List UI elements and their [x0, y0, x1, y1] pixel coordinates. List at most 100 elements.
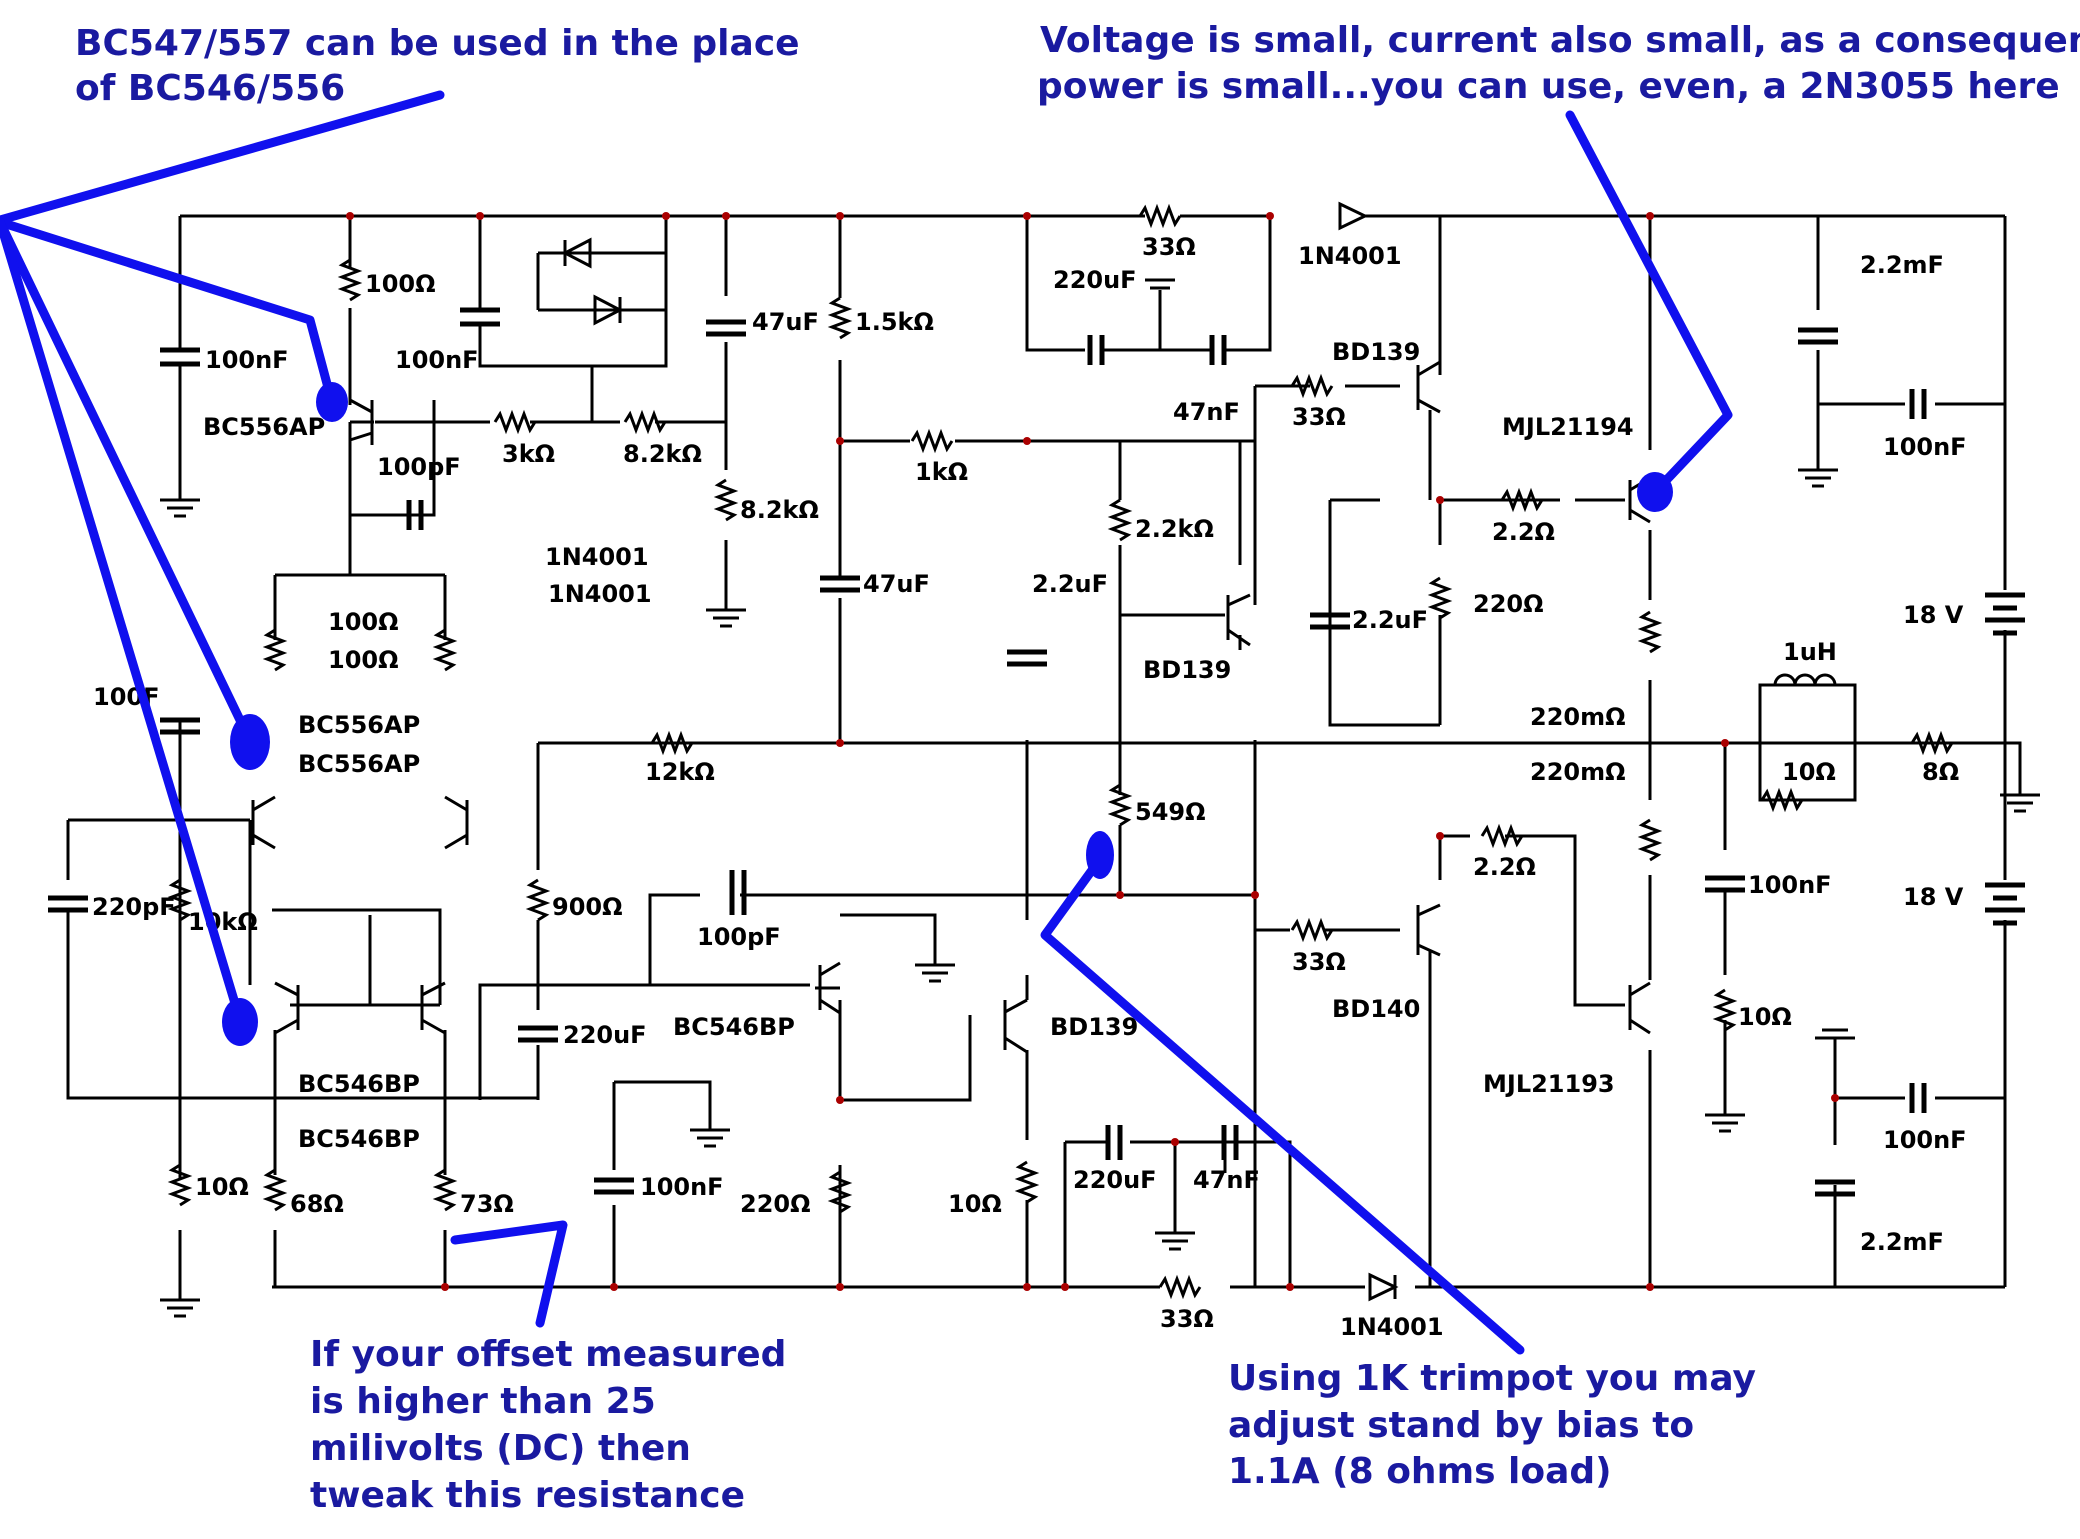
label-r-100-top: 100Ω [365, 270, 436, 298]
label-r-33-bot: 33Ω [1160, 1305, 1214, 1333]
resistor-100-a [262, 628, 288, 672]
label-r-900: 900Ω [552, 893, 623, 921]
label-q-bc546bp-b: BC546BP [298, 1125, 420, 1153]
label-r-68: 68Ω [290, 1190, 344, 1218]
label-r-100-a: 100Ω [328, 608, 399, 636]
resistor-220m-b [1637, 818, 1663, 862]
capacitor-100nf-left [160, 347, 200, 367]
resistor-220m-a [1637, 610, 1663, 654]
capacitor-220pf [48, 895, 88, 913]
label-r-73: 73Ω [460, 1190, 514, 1218]
label-c-100nf-mid-right: 100nF [1748, 871, 1832, 899]
transistor-bd139-mid [1226, 593, 1251, 647]
capacitor-100nf-bot [594, 1177, 634, 1195]
capacitor-220uf-top-a [1087, 335, 1105, 365]
inductor-1uh [1773, 673, 1837, 686]
capacitor-2m2-top [1798, 327, 1838, 345]
resistor-68 [262, 1168, 288, 1212]
capacitor-100nf-right-bot [1909, 1083, 1927, 1113]
label-r-8k2-a: 8.2kΩ [623, 440, 702, 468]
transistor-mjl21193 [1628, 981, 1651, 1035]
capacitor-100f [160, 717, 200, 735]
label-r-33-top: 33Ω [1142, 233, 1196, 261]
resistor-1k [910, 428, 954, 454]
label-c-100nf-mid: 100nF [395, 346, 479, 374]
note-trimpot-line3: 1.1A (8 ohms load) [1228, 1451, 1612, 1492]
ground-right-bot [1705, 1113, 1745, 1133]
resistor-10-r [1712, 988, 1738, 1032]
label-d-1n4001-top: 1N4001 [1298, 242, 1402, 270]
transistor-bd140 [1416, 903, 1441, 957]
label-q-bd139-top: BD139 [1332, 338, 1420, 366]
transistor-bc546bp-a [274, 981, 300, 1035]
resistor-8 [1910, 730, 1954, 756]
ground-bc546 [915, 963, 955, 983]
capacitor-220uf-bot [1105, 1125, 1123, 1160]
label-r-2r2-bot: 2.2Ω [1473, 853, 1536, 881]
junction-dots [346, 212, 1839, 1291]
capacitor-100pf-mid [729, 870, 747, 915]
resistor-73 [432, 1168, 458, 1212]
marker-dot-bc556-top [316, 382, 348, 422]
ground-left [160, 498, 200, 518]
resistor-2k2 [1107, 498, 1133, 542]
label-r-2k2: 2.2kΩ [1135, 515, 1214, 543]
annotation-markers [0, 90, 1733, 1355]
label-c-220uf-mid: 220uF [563, 1021, 647, 1049]
resistor-33-bot [1158, 1274, 1202, 1300]
label-r-10-b: 10Ω [195, 1173, 249, 1201]
label-d-1n4001-b: 1N4001 [548, 580, 652, 608]
capacitor-47uf-b [820, 575, 860, 593]
label-r-12k: 12kΩ [645, 758, 715, 786]
label-r-2r2-top: 2.2Ω [1492, 518, 1555, 546]
transistor-bc556ap-b [444, 795, 469, 850]
note-voltage-line1: Voltage is small, current also small, as… [1040, 20, 2080, 61]
note-trimpot-line2: adjust stand by bias to [1228, 1405, 1694, 1446]
label-c-47nf-bot: 47nF [1193, 1166, 1260, 1194]
capacitor-220uf-mid [518, 1025, 558, 1043]
label-c-100pf-top: 100pF [377, 453, 461, 481]
label-r-10-c: 10Ω [948, 1190, 1002, 1218]
resistor-33-top [1138, 203, 1182, 229]
label-r-220m-a: 220mΩ [1530, 703, 1626, 731]
label-r-10k: 10kΩ [188, 908, 258, 936]
capacitor-47uf-a [706, 319, 746, 337]
label-c-2u2-a: 2.2uF [1032, 570, 1108, 598]
capacitor-2m2-bot [1815, 1179, 1855, 1197]
label-c-220uf-top: 220uF [1053, 266, 1137, 294]
ground-mid [690, 1128, 730, 1148]
label-l-1uh: 1uH [1783, 638, 1837, 666]
label-c-47nf-top: 47nF [1173, 398, 1240, 426]
label-q-bc556ap-top: BC556AP [203, 413, 325, 441]
resistor-3k [493, 409, 537, 435]
label-c-100nf-bot: 100nF [640, 1173, 724, 1201]
resistor-8k2-b [713, 478, 739, 522]
label-r-3k: 3kΩ [502, 440, 555, 468]
transistor-bc556ap-top [349, 398, 374, 445]
label-r-8: 8Ω [1922, 758, 1959, 786]
label-q-bd139-bot: BD139 [1050, 1013, 1138, 1041]
transistor-bc546bp-b [420, 981, 446, 1035]
label-c-47uf-b: 47uF [863, 570, 930, 598]
resistor-10-l [1760, 787, 1804, 813]
resistor-549 [1107, 783, 1133, 827]
label-c-100pf-mid: 100pF [697, 923, 781, 951]
marker-dot-bc556-pair [230, 714, 270, 770]
label-c-2u2-b: 2.2uF [1352, 606, 1428, 634]
component-symbols [48, 201, 2040, 1318]
label-c-220uf-bot: 220uF [1073, 1166, 1157, 1194]
capacitor-47nf-bot [1221, 1125, 1239, 1160]
note-trimpot-line1: Using 1K trimpot you may [1228, 1358, 1756, 1399]
label-c-100nf-left: 100nF [205, 346, 289, 374]
resistor-8k2-a [623, 409, 667, 435]
resistor-10-c [1014, 1160, 1040, 1204]
label-bat-top: 18 V [1903, 601, 1964, 629]
ground-726 [706, 608, 746, 628]
resistor-1k5 [827, 296, 853, 340]
label-r-10-r: 10Ω [1738, 1003, 1792, 1031]
resistor-2r2-bot [1480, 823, 1524, 849]
resistor-12k [650, 730, 694, 756]
label-q-bc546bp-mid: BC546BP [673, 1013, 795, 1041]
diode-1n4001-bot [1368, 1272, 1399, 1302]
note-voltage-line2: power is small...you can use, even, a 2N… [1037, 66, 2060, 107]
